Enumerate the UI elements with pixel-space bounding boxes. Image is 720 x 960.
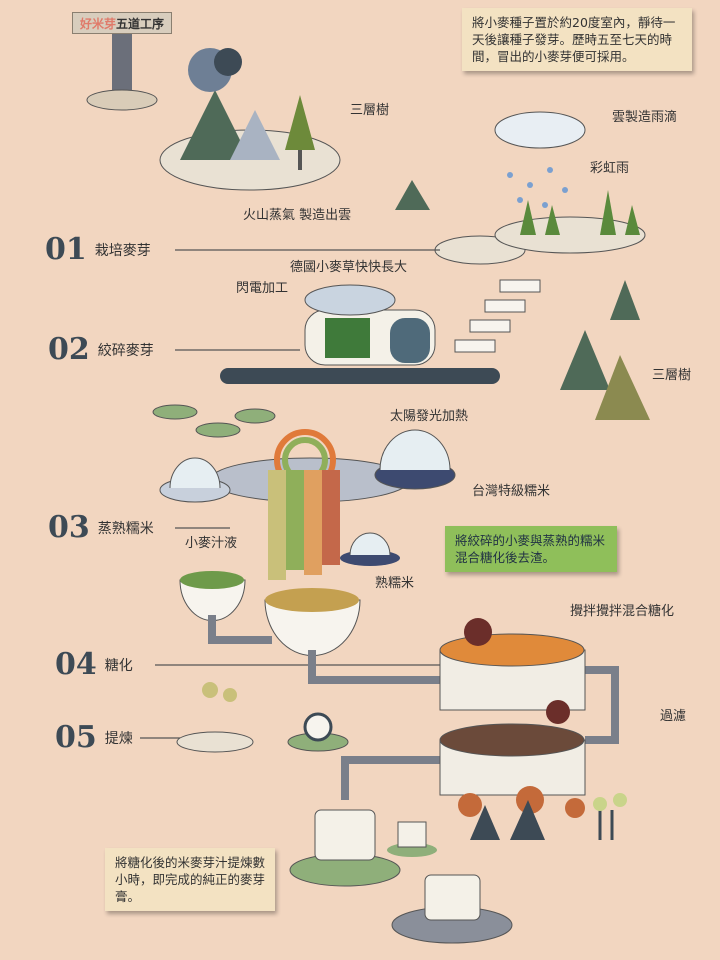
step-number: 03 [48,510,90,545]
label-volcano: 火山蒸氣 製造出雲 [243,208,352,223]
step-name: 蒸熟糯米 [97,520,154,537]
step-number: 01 [45,232,87,267]
label-sun: 太陽發光加熱 [390,409,469,424]
title-highlight: 好米芽 [79,16,116,31]
label-cooked-rice: 熟糯米 [375,576,415,591]
note-bottom: 將糖化後的米麥芽汁提煉數小時，即完成的純正的麥芽膏。 [105,848,275,911]
step-name: 栽培麥芽 [94,242,151,259]
step-name: 糖化 [104,657,133,674]
title-sign: 好米芽五道工序 [72,12,172,34]
label-rainbow-rain: 彩虹雨 [590,161,630,176]
label-rice: 台灣特級糯米 [472,484,551,499]
label-tree-2: 三層樹 [652,368,692,383]
step-name: 提煉 [104,730,133,747]
note-middle: 將絞碎的小麥與蒸熟的糯米混合糖化後去渣。 [445,526,617,572]
step-4: 04 糖化 [55,647,133,682]
label-tree-1: 三層樹 [350,103,390,118]
step-5: 05 提煉 [55,720,133,755]
step-number: 02 [48,332,90,367]
label-juice: 小麥汁液 [185,536,238,551]
step-1: 01 栽培麥芽 [45,232,151,267]
label-lightning: 閃電加工 [236,281,289,296]
step-2: 02 絞碎麥芽 [48,332,154,367]
label-filter: 過濾 [660,709,687,724]
step-3: 03 蒸熟糯米 [48,510,154,545]
label-stir: 攪拌攪拌混合糖化 [570,604,675,619]
step-name: 絞碎麥芽 [97,342,154,359]
label-cloud: 雲製造雨滴 [612,110,678,125]
step-number: 05 [55,720,97,755]
title-text: 五道工序 [116,16,165,31]
step-number: 04 [55,647,97,682]
label-wheatgrass: 德國小麥草快快長大 [290,260,408,275]
note-top: 將小麥種子置於約20度室內，靜待一天後讓種子發芽。歷時五至七天的時間，冒出的小麥… [462,8,692,71]
